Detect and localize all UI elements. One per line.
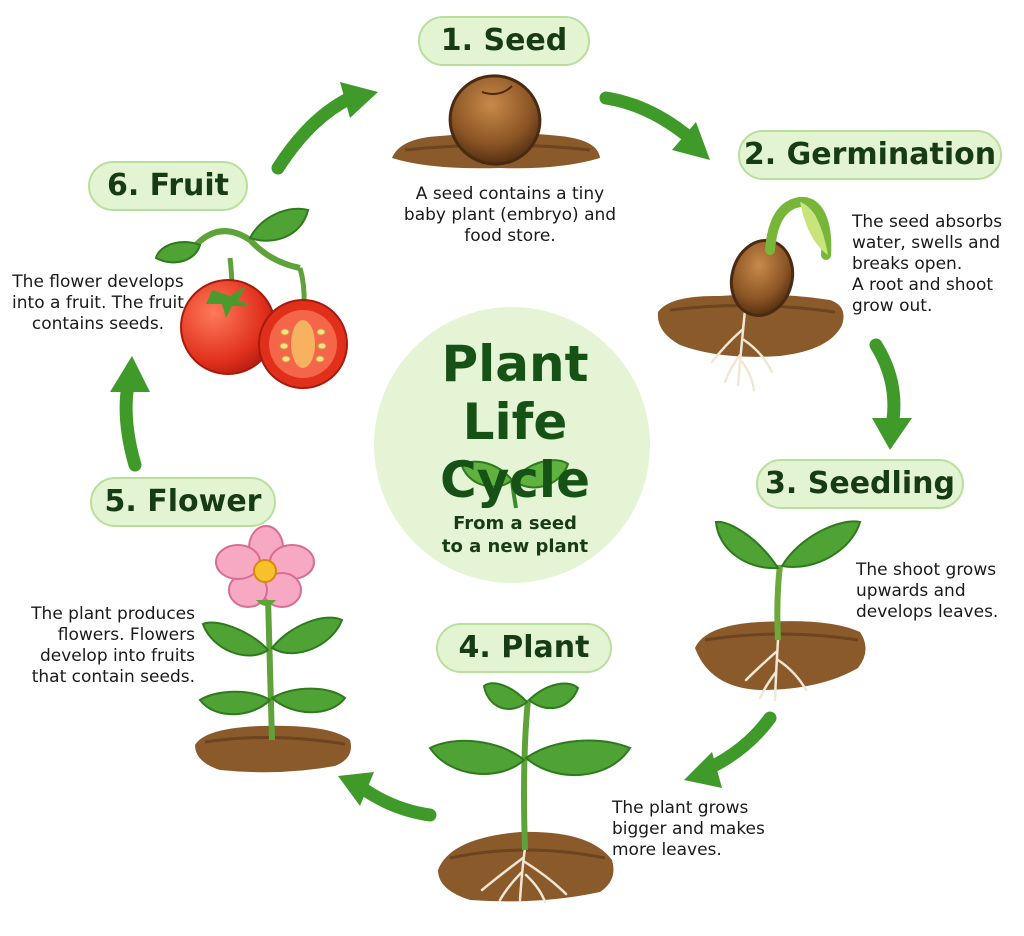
stage-label-germination: 2. Germination: [738, 130, 1002, 180]
arrow-plant-to-flower: [338, 772, 437, 822]
arrow-germination-to-seedling: [869, 338, 912, 450]
stage-label-fruit: 6. Fruit: [88, 161, 248, 211]
stage-description-fruit: The flower develops into a fruit. The fr…: [12, 272, 184, 334]
cycle-arrows: [110, 82, 912, 822]
center-sprout-icon: [460, 459, 570, 509]
flower-illustration: [195, 525, 351, 773]
stage-label-plant: 4. Plant: [436, 623, 612, 673]
seed-illustration: [392, 74, 600, 169]
stage-description-seedling: The shoot grows upwards and develops lea…: [856, 560, 999, 622]
arrow-fruit-to-seed: [271, 82, 378, 175]
stage-label-flower: 5. Flower: [90, 477, 276, 527]
center-circle: [374, 307, 650, 583]
plant-illustration: [428, 682, 632, 904]
seedling-illustration: [695, 520, 866, 702]
diagram-title: Plant Life Cycle: [440, 335, 590, 509]
fruit-illustration: [154, 207, 348, 389]
stage-description-flower: The plant produces flowers. Flowers deve…: [31, 604, 195, 687]
stage-label-seed: 1. Seed: [418, 16, 590, 66]
stage-description-seed: A seed contains a tiny baby plant (embry…: [403, 184, 617, 246]
arrow-flower-to-fruit: [110, 356, 150, 472]
germination-illustration: [657, 197, 844, 392]
stage-description-germination: The seed absorbs water, swells and break…: [852, 212, 1003, 316]
arrow-seed-to-germination: [599, 91, 710, 160]
diagram-subtitle: From a seed to a new plant: [441, 513, 589, 557]
arrow-seedling-to-plant: [684, 711, 777, 788]
stage-label-seedling: 3. Seedling: [756, 459, 964, 509]
stage-description-plant: The plant grows bigger and makes more le…: [612, 798, 765, 860]
